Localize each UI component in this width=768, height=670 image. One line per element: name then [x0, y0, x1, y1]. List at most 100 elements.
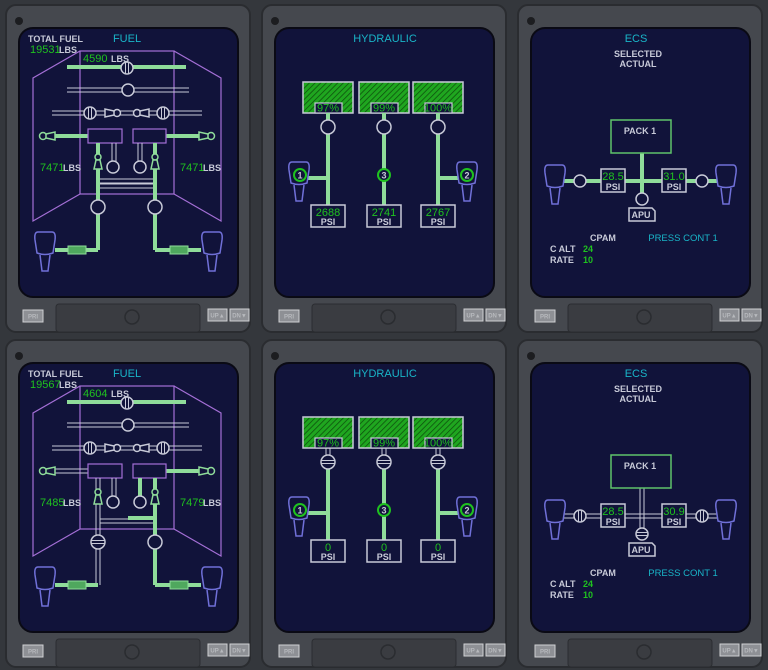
screw-icon: [271, 352, 279, 360]
dn-button-face[interactable]: [229, 308, 250, 322]
right-tank-unit: LBS: [203, 498, 221, 508]
pri-button[interactable]: PRI: [22, 309, 44, 323]
reservoir-qty-value: 100%: [424, 103, 452, 115]
right-psi-value: 31.0: [663, 171, 684, 183]
dn-button-face[interactable]: [485, 308, 506, 322]
pri-button-label[interactable]: PRI: [284, 650, 294, 656]
right-tank-value: 7479: [180, 497, 204, 509]
pri-button[interactable]: PRI: [534, 309, 556, 323]
pri-button-label[interactable]: PRI: [28, 650, 38, 656]
dn-button[interactable]: DN▼: [229, 308, 250, 322]
left-wing-pump-icon: [38, 466, 56, 476]
dn-button[interactable]: DN▼: [485, 308, 506, 322]
dn-button-label[interactable]: DN▼: [744, 314, 759, 320]
up-button[interactable]: UP▲: [719, 643, 740, 657]
left-transfer-valve-icon: [83, 441, 97, 455]
dn-button-label[interactable]: DN▼: [744, 649, 759, 655]
pri-button-face[interactable]: [534, 644, 556, 658]
up-button-face[interactable]: [207, 643, 228, 657]
right-aux-pump-icon: [133, 495, 147, 509]
right-psi-box: [661, 503, 687, 528]
pump-circle: [151, 488, 159, 496]
pri-button-face[interactable]: [278, 644, 300, 658]
pri-button[interactable]: PRI: [534, 644, 556, 658]
valve-circle: [147, 199, 163, 215]
transfer-pipe: [52, 445, 202, 451]
up-button[interactable]: UP▲: [463, 643, 484, 657]
up-button[interactable]: UP▲: [463, 308, 484, 322]
dn-button-face[interactable]: [741, 643, 762, 657]
pri-button-face[interactable]: [22, 309, 44, 323]
right-wing-tank: [173, 50, 222, 223]
dn-button[interactable]: DN▼: [485, 643, 506, 657]
pump-icon: [198, 466, 216, 476]
up-button[interactable]: UP▲: [207, 308, 228, 322]
valve-circle: [120, 396, 134, 410]
pri-button-label[interactable]: PRI: [284, 315, 294, 321]
pri-button-face[interactable]: [278, 309, 300, 323]
valve-circle: [120, 61, 134, 75]
dn-button-label[interactable]: DN▼: [232, 314, 247, 320]
pump-body: [150, 494, 160, 505]
dn-button-label[interactable]: DN▼: [488, 649, 503, 655]
pressure-unit: PSI: [321, 552, 336, 562]
cabin-alt-label: C ALT: [550, 244, 576, 254]
up-button[interactable]: UP▲: [207, 643, 228, 657]
pump-circle: [151, 153, 159, 161]
total-fuel-unit: LBS: [59, 380, 77, 390]
dn-button-label[interactable]: DN▼: [232, 649, 247, 655]
up-button-face[interactable]: [719, 643, 740, 657]
up-button-face[interactable]: [719, 308, 740, 322]
right-fuel-filter-icon: [169, 580, 189, 590]
up-button-label[interactable]: UP▲: [466, 649, 480, 655]
brightness-knob: [380, 644, 396, 660]
pri-button-label[interactable]: PRI: [540, 315, 550, 321]
pri-button[interactable]: PRI: [278, 644, 300, 658]
up-button-label[interactable]: UP▲: [466, 314, 480, 320]
center-tank-unit: LBS: [111, 389, 129, 399]
pri-button-face[interactable]: [22, 644, 44, 658]
up-button-face[interactable]: [207, 308, 228, 322]
valve-circle: [376, 454, 392, 470]
up-button-label[interactable]: UP▲: [210, 649, 224, 655]
dn-button[interactable]: DN▼: [229, 643, 250, 657]
right-fuel-filter-icon: [169, 245, 189, 255]
engine-icon: [34, 566, 56, 607]
pri-button[interactable]: PRI: [22, 644, 44, 658]
pump-indicator-icon: [460, 168, 474, 182]
center-tank-value: 4604: [83, 388, 107, 400]
valve-circle: [90, 199, 106, 215]
engine-body: [201, 231, 223, 256]
pri-button[interactable]: PRI: [278, 309, 300, 323]
pump-number: 1: [297, 506, 302, 516]
left-wing-tank: [32, 385, 81, 558]
dn-button-label[interactable]: DN▼: [488, 314, 503, 320]
jettison-valve-icon: [121, 83, 135, 97]
center-bleed-pipe: [625, 513, 662, 519]
up-button-face[interactable]: [463, 308, 484, 322]
up-button[interactable]: UP▲: [719, 308, 740, 322]
valve-circle: [635, 192, 649, 206]
pri-button-label[interactable]: PRI: [540, 650, 550, 656]
dn-button[interactable]: DN▼: [741, 308, 762, 322]
screw-icon: [527, 352, 535, 360]
pressure-unit: PSI: [377, 552, 392, 562]
dn-button-face[interactable]: [229, 643, 250, 657]
valve-circle: [133, 160, 147, 174]
pump-indicator-icon: [377, 503, 391, 517]
left-shutoff-valve-icon: [90, 534, 106, 550]
valve-circle: [320, 454, 336, 470]
up-button-label[interactable]: UP▲: [722, 314, 736, 320]
up-button-label[interactable]: UP▲: [722, 649, 736, 655]
up-button-face[interactable]: [463, 643, 484, 657]
left-fuel-filter-icon: [67, 245, 87, 255]
up-button-label[interactable]: UP▲: [210, 314, 224, 320]
pri-button-label[interactable]: PRI: [28, 315, 38, 321]
dn-button[interactable]: DN▼: [741, 643, 762, 657]
dn-button-face[interactable]: [741, 308, 762, 322]
pri-button-face[interactable]: [534, 309, 556, 323]
dn-button-face[interactable]: [485, 643, 506, 657]
